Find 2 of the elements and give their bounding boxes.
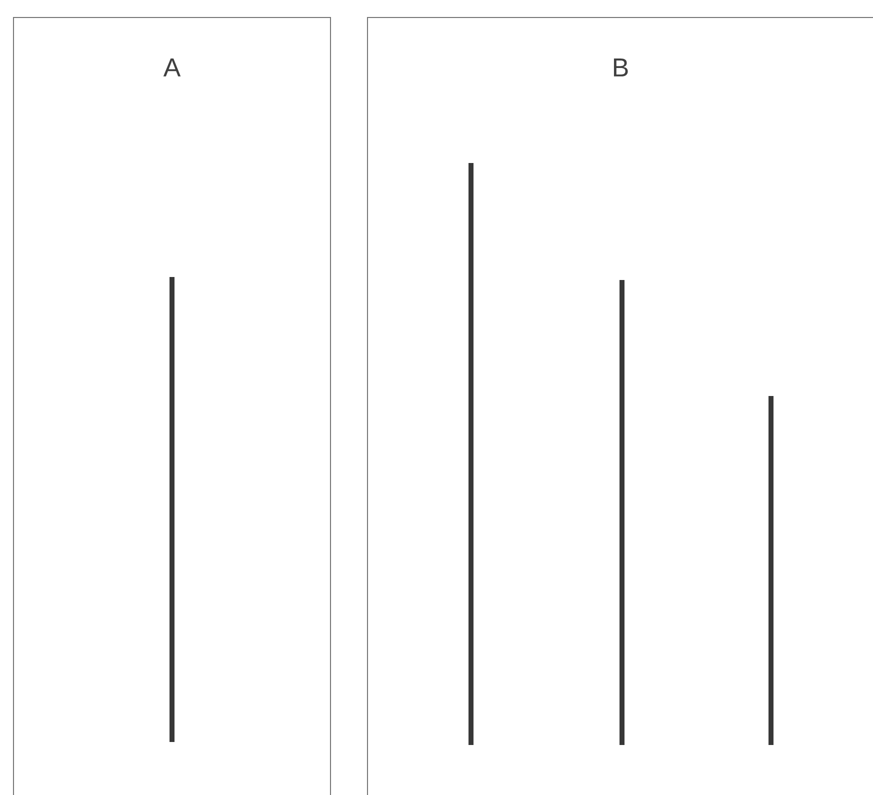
- panel: A: [13, 17, 331, 795]
- panel: B: [367, 17, 873, 795]
